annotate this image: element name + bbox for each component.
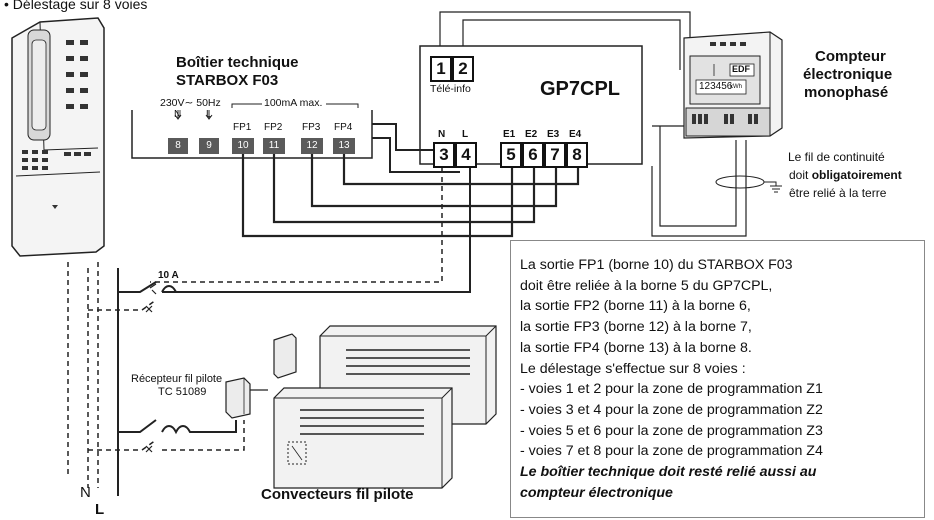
- starbox-keypad-device: [11, 17, 105, 257]
- gp7cpl-terminal-1: 1: [430, 56, 452, 82]
- note-line: - voies 1 et 2 pour la zone de programma…: [520, 381, 823, 398]
- note-line: Le délestage s'effectue sur 8 voies :: [520, 360, 746, 377]
- note-line: La sortie FP1 (borne 10) du STARBOX F03: [520, 257, 793, 273]
- gp7cpl-terminal-6: 6: [522, 142, 544, 168]
- meter-display: 123456: [699, 81, 733, 92]
- gp7cpl-terminal-2: 2: [452, 56, 474, 82]
- gp7cpl-terminal-3: 3: [433, 142, 455, 168]
- meter-brand: EDF: [732, 64, 750, 74]
- receiver-label-line2: TC 51089: [158, 386, 207, 398]
- starbox-terminal-13: 13: [333, 138, 355, 154]
- note-line: - voies 5 et 6 pour la zone de programma…: [520, 422, 823, 439]
- convectors: [273, 325, 497, 489]
- ground-note-line2: doit obligatoirement: [789, 168, 902, 182]
- starbox-title-line2: STARBOX F03: [176, 72, 279, 89]
- gp7cpl-terminal-top-e3: E3: [547, 129, 560, 140]
- note-line: - voies 7 et 8 pour la zone de programma…: [520, 443, 823, 460]
- gp7cpl-terminal-5: 5: [500, 142, 522, 168]
- gp7cpl-terminal-top-e1: E1: [503, 129, 516, 140]
- note-line: la sortie FP4 (borne 13) à la borne 8.: [520, 339, 752, 356]
- receiver-device: [225, 377, 268, 419]
- convectors-label: Convecteurs fil pilote: [261, 486, 414, 503]
- gp7cpl-name: GP7CPL: [540, 78, 621, 100]
- gp7cpl-teleinfo-label: Télé-info: [430, 83, 471, 95]
- note-line: la sortie FP2 (borne 11) à la borne 6,: [520, 298, 751, 315]
- note-emphasis-line2: compteur électronique: [520, 484, 673, 501]
- gp7cpl-terminal-top-l: L: [462, 129, 469, 140]
- breaker-label: 10 A: [158, 270, 179, 281]
- fp-wires: [241, 154, 580, 238]
- ground-note-line2-prefix: doit: [789, 168, 812, 182]
- note-line: la sortie FP3 (borne 12) à la borne 7,: [520, 319, 752, 336]
- explanation-box: La sortie FP1 (borne 10) du STARBOX F03 …: [510, 240, 925, 518]
- note-emphasis-line1: Le boîtier technique doit resté relié au…: [520, 464, 817, 481]
- starbox-power-label: 230V∼ 50Hz: [160, 97, 221, 109]
- meter-device: [683, 31, 783, 139]
- receiver-label-line1: Récepteur fil pilote: [131, 373, 223, 385]
- starbox-terminal-top-fp3: FP3: [302, 122, 321, 133]
- page-title: • Délestage sur 8 voies: [4, 0, 148, 12]
- starbox-terminal-10: 10: [232, 138, 254, 154]
- starbox-terminal-top-fp4: FP4: [334, 122, 353, 133]
- starbox-terminal-top-l: L: [206, 109, 212, 120]
- meter-title-line2: électronique: [803, 66, 893, 83]
- gp7cpl-terminal-top-e4: E4: [569, 129, 582, 140]
- starbox-terminal-12: 12: [301, 138, 323, 154]
- ground-note-line1: Le fil de continuité: [788, 150, 885, 164]
- neutral-label: N: [80, 484, 91, 501]
- gp7cpl-terminal-4: 4: [455, 142, 477, 168]
- ground-note-line3: être relié à la terre: [789, 186, 887, 200]
- starbox-title-line1: Boîtier technique: [176, 54, 299, 71]
- live-label: L: [95, 501, 105, 518]
- gp7cpl-terminal-8: 8: [566, 142, 588, 168]
- starbox-current-label: 100mA max.: [264, 97, 323, 109]
- meter-display-unit: kWh: [730, 84, 742, 90]
- gp7cpl-terminal-top-e2: E2: [525, 129, 538, 140]
- starbox-terminal-8: 8: [168, 138, 188, 154]
- gp7cpl-terminal-top-n: N: [438, 129, 446, 140]
- meter-title-line3: monophasé: [804, 84, 889, 101]
- starbox-terminal-panel: [131, 110, 373, 159]
- note-line: - voies 3 et 4 pour la zone de programma…: [520, 401, 823, 418]
- starbox-terminal-top-n: N: [174, 109, 182, 120]
- ground-note-line2-bold: obligatoirement: [811, 168, 902, 182]
- starbox-terminal-top-fp2: FP2: [264, 122, 283, 133]
- breaker-10a: [88, 281, 196, 313]
- starbox-terminal-top-fp1: FP1: [233, 122, 252, 133]
- note-line: doit être reliée à la borne 5 du GP7CPL,: [520, 277, 773, 294]
- starbox-terminal-11: 11: [263, 138, 285, 154]
- gp7cpl-terminal-7: 7: [544, 142, 566, 168]
- starbox-terminal-9: 9: [199, 138, 219, 154]
- meter-title-line1: Compteur: [815, 48, 886, 65]
